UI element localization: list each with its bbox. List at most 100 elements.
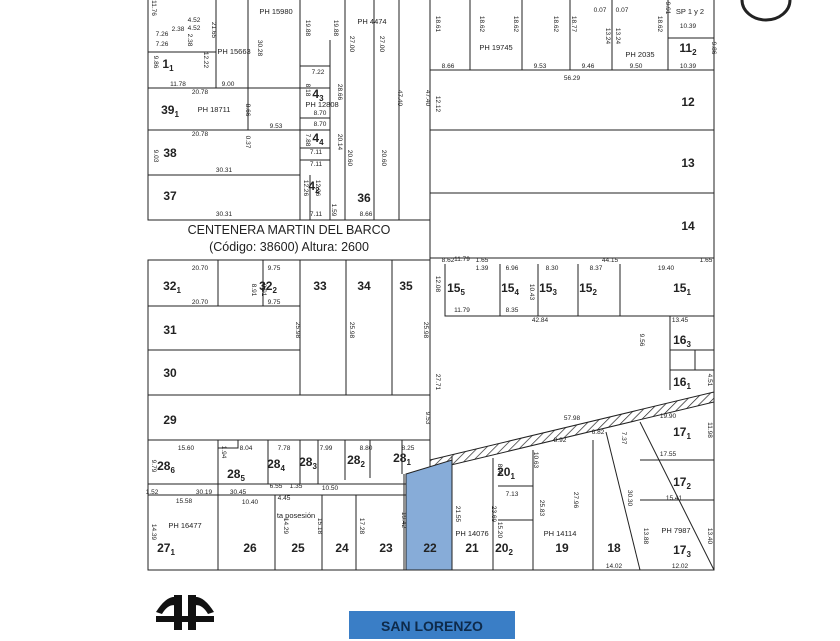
lot-35-label: 35	[399, 279, 413, 293]
dimension-d63: 8.66	[360, 211, 373, 218]
dimension-d110: 1.35	[290, 483, 303, 490]
dimension-d44: 20.78	[192, 131, 209, 138]
ph-label-sp: SP 1 y 2	[676, 7, 704, 16]
dimension-d66: 9.75	[268, 299, 281, 306]
lot-28-1-label: 281	[393, 451, 411, 467]
dimension-d83: 1.65	[700, 257, 713, 264]
dimension-d36: 7.22	[312, 69, 325, 76]
dimension-d79: 8.30	[546, 265, 559, 272]
dimension-d38: 28.66	[336, 84, 343, 101]
ph-label-ph18711: PH 18711	[198, 105, 231, 114]
dimension-d50: 0.37	[244, 136, 251, 149]
dimension-d54: 20.60	[346, 150, 353, 167]
dimension-d10: 19.88	[304, 20, 311, 37]
dimension-d86: 8.35	[506, 307, 519, 314]
dimension-d116: 14.39	[150, 524, 157, 541]
dimension-d89: 4.51	[706, 374, 713, 387]
dimension-d4: 2.38	[172, 26, 185, 33]
lot-17-3-label: 173	[673, 543, 691, 559]
dimension-d5: 4.52	[188, 17, 201, 24]
dimension-d11: 19.88	[332, 20, 339, 37]
dimension-d1: 11.76	[150, 0, 157, 16]
dimension-d71: 25.98	[348, 322, 355, 339]
lot-28-4-label: 284	[267, 457, 285, 473]
dimension-d61: 7.11	[310, 211, 323, 218]
dimension-d8: 21.65	[210, 22, 217, 39]
lot-15-3-label: 153	[539, 281, 557, 297]
lot-20-2-label: 202	[495, 541, 513, 557]
dimension-d123: 25.83	[538, 500, 545, 517]
dimension-d109: 6.55	[270, 483, 283, 490]
dimension-d105: 7.99	[320, 445, 333, 452]
dimension-d98: 15.41	[666, 495, 683, 502]
dimension-d21: 13.24	[604, 28, 611, 45]
dimension-d106: 8.80	[360, 445, 373, 452]
dimension-d31: 9.00	[222, 81, 235, 88]
dimension-d128: 8.49	[496, 464, 503, 477]
dimension-d88: 9.56	[638, 334, 645, 347]
dimension-d33: 9.46	[582, 63, 595, 70]
lot-39-1-label: 391	[161, 103, 179, 119]
ph-label-posesion: ta posesión	[277, 511, 315, 520]
dimension-d95: 7.37	[620, 432, 627, 445]
lot-28-5-label: 285	[227, 467, 245, 483]
dimension-d7: 2.38	[186, 34, 193, 47]
dimension-d58: 12.26	[314, 180, 321, 197]
dimension-d43: 20.78	[192, 89, 209, 96]
dimension-d46: 8.70	[314, 110, 327, 117]
dimension-d119: 17.28	[358, 518, 365, 535]
lot-16-1-label: 161	[673, 375, 691, 391]
dimension-d129: 7.13	[506, 491, 519, 498]
dimension-d78: 6.96	[506, 265, 519, 272]
dimension-d17: 18.62	[552, 16, 559, 33]
ph-label-ph14076: PH 14076	[455, 529, 488, 538]
dimension-d14: 18.61	[434, 16, 441, 33]
block-lines	[147, 0, 715, 571]
dimension-d122: 23.69	[490, 506, 497, 523]
dimension-d40: 47.40	[424, 90, 431, 107]
dimension-d68: 8.91	[260, 284, 267, 297]
lot-27-1-label: 271	[157, 541, 175, 557]
dimension-d69: 20.70	[192, 299, 209, 306]
lot-38-label: 38	[163, 146, 177, 160]
dimension-d41: 12.12	[434, 96, 441, 113]
ph-label-ph15980: PH 15980	[259, 7, 292, 16]
dimension-d114: 30.45	[230, 489, 247, 496]
dimension-d93: 11.98	[706, 422, 713, 438]
dimension-d28: 12.22	[202, 52, 209, 69]
lot-15-4-label: 154	[501, 281, 519, 297]
lot-17-2-label: 172	[673, 475, 691, 491]
lot-15-2-label: 152	[579, 281, 597, 297]
dimension-d74: 11.79	[454, 256, 470, 263]
dimension-d45: 8.66	[244, 104, 251, 117]
dimension-d53: 20.14	[336, 134, 343, 151]
lot-31-label: 31	[163, 323, 177, 337]
dimension-d51: 7.88	[304, 134, 311, 147]
dimension-d30: 11.78	[170, 81, 186, 88]
dimension-d90: 27.71	[434, 374, 441, 391]
dimension-d104: 7.78	[278, 445, 291, 452]
dimension-d47: 8.70	[314, 121, 327, 128]
ph-label-ph15663: PH 15663	[217, 47, 250, 56]
dimension-d115: 10.40	[242, 499, 259, 506]
dimension-d75: 11.79	[454, 307, 470, 314]
dimension-d25: 10.39	[680, 23, 697, 30]
dimension-d94: 6.82	[592, 429, 605, 436]
ph-label-ph2035: PH 2035	[625, 50, 654, 59]
lot-37-label: 37	[163, 189, 177, 203]
dimension-d37: 8.18	[304, 84, 311, 97]
dimension-d65: 9.75	[268, 265, 281, 272]
lot-13-label: 13	[681, 156, 695, 170]
lot-19-label: 19	[555, 541, 569, 555]
dimension-d100: 12.02	[672, 563, 689, 570]
dimension-d15: 18.62	[478, 16, 485, 33]
lot-4-2-label: 42	[308, 179, 320, 195]
dimension-d117: 14.29	[282, 518, 289, 535]
ph-label-ph4474: PH 4474	[357, 17, 386, 26]
dimension-labels: 11.767.267.262.384.524.522.3821.6530.281…	[146, 0, 717, 570]
lot-32-1-label: 321	[163, 279, 181, 295]
dimension-d87: 13.45	[672, 317, 689, 324]
dimension-d16: 18.62	[512, 16, 519, 33]
dimension-d48: 9.53	[270, 123, 283, 130]
